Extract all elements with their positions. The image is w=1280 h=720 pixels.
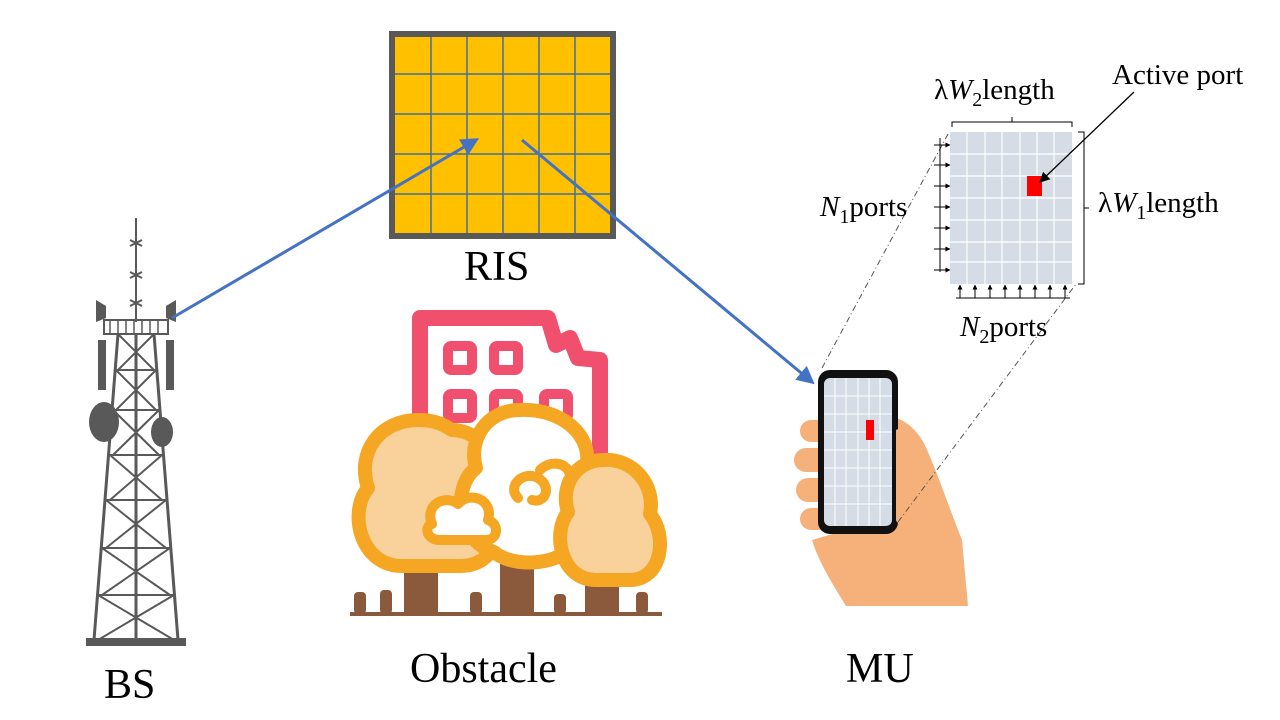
zoom-guide-line [897,283,1077,523]
n1-ports-label: N1ports [819,191,907,228]
n2-ports-label: N2ports [959,311,1047,348]
n2-port-arrows [956,284,1070,299]
n1-port-arrows [934,138,951,273]
active-port-label: Active port [1112,59,1243,91]
ris-to-mu-link-arrow [521,138,815,385]
width-brace [951,117,1073,127]
obstacle-label: Obstacle [410,646,557,692]
height-brace [1078,131,1089,285]
active-port-marker [1027,176,1042,196]
fluid-antenna-port-grid [950,132,1072,284]
base-station-tower-icon [86,218,186,646]
obstacle-building-trees-icon [350,310,668,616]
bs-to-ris-link-arrow [171,138,480,320]
zoom-guide-line [821,133,949,369]
phone-active-port [866,420,874,440]
w2-length-label: λW2length [934,74,1055,111]
mu-label: MU [846,646,914,692]
hand-holding-phone-icon [794,370,968,606]
ris-panel [389,31,616,239]
ris-label: RIS [464,244,529,290]
active-port-pointer-arrow [1039,91,1135,183]
w1-length-label: λW1length [1098,187,1219,224]
bs-label: BS [104,662,155,708]
